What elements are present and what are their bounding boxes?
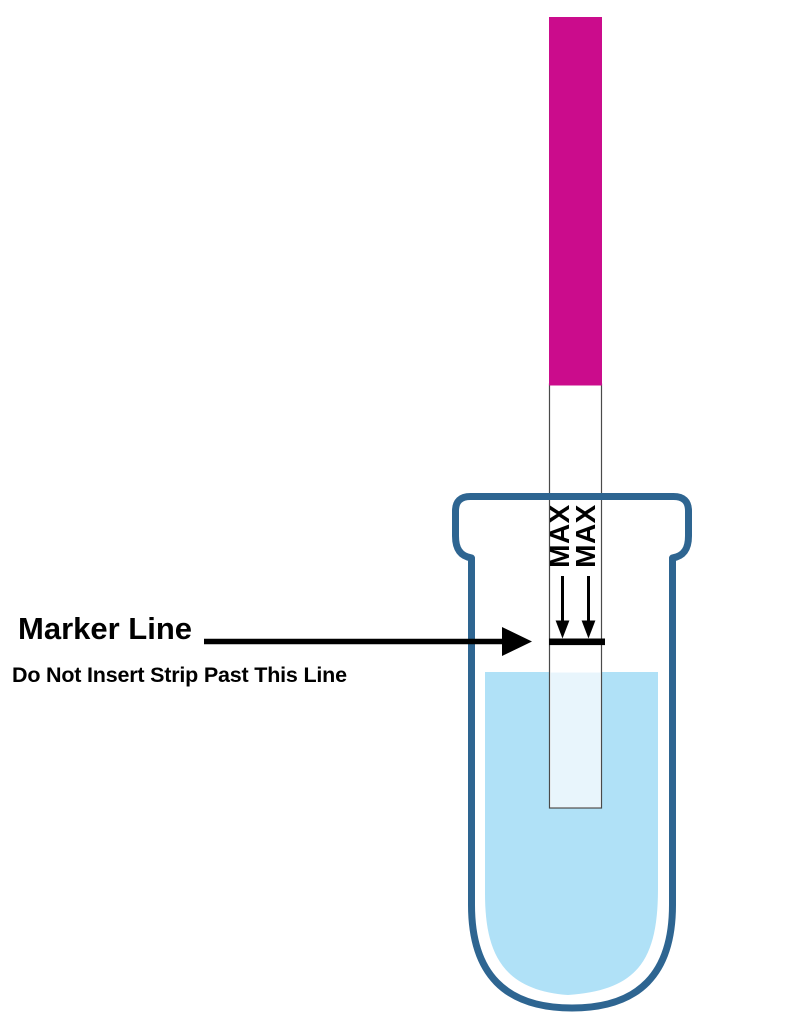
- liquid-fill: [485, 672, 658, 995]
- max-down-arrow-left: [555, 576, 570, 639]
- marker-line-instruction: Do Not Insert Strip Past This Line: [12, 663, 347, 687]
- max-label-right: MAX: [570, 504, 601, 568]
- strip-handle: [549, 17, 602, 386]
- max-down-arrow-right: [581, 576, 596, 639]
- sample-tube-outline: [452, 493, 692, 1012]
- marker-line-pointer-arrow: [204, 627, 532, 656]
- strip-submerged-section: [550, 672, 601, 807]
- max-marker-line: [549, 638, 605, 646]
- marker-line-title: Marker Line: [18, 611, 193, 646]
